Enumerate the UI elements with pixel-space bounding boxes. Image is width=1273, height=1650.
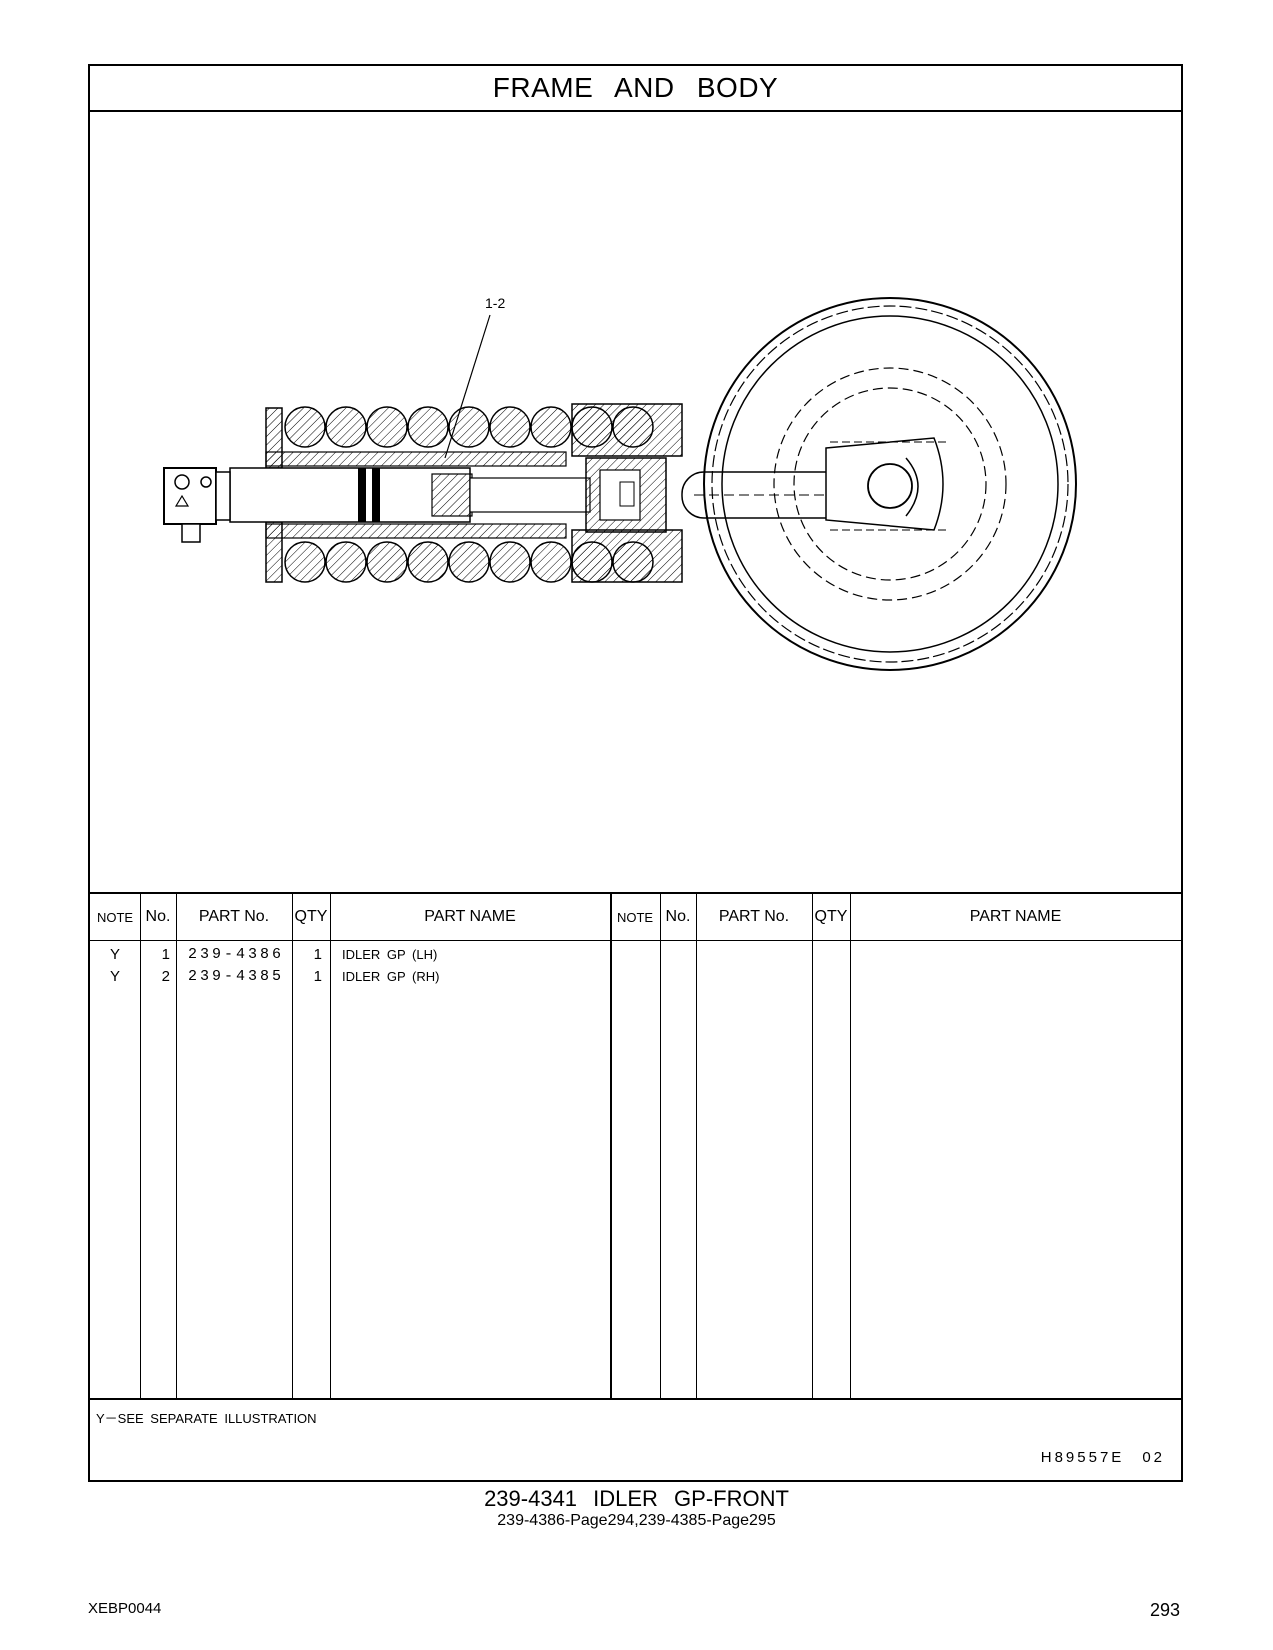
piston-head bbox=[431, 473, 473, 517]
col-divider bbox=[850, 894, 851, 1398]
seal-ring-1 bbox=[358, 468, 366, 522]
header-qty: QTY bbox=[294, 908, 328, 925]
row-2-qty: 1 bbox=[313, 968, 322, 985]
assembly-caption: 239-4341 IDLER GP-FRONT bbox=[484, 1486, 789, 1511]
assembly-page-references: 239-4386-Page294,239-4385-Page295 bbox=[497, 1512, 776, 1529]
cylinder-wall-bottom bbox=[265, 523, 567, 539]
parts-list-table: NOTE No. PART No. QTY PART NAME NOTE No.… bbox=[90, 892, 1181, 1400]
header-part-name: PART NAME bbox=[969, 908, 1062, 925]
grease-valve-body bbox=[163, 467, 217, 525]
grease-valve-collar bbox=[215, 471, 231, 521]
header-part-no: PART No. bbox=[198, 908, 270, 925]
col-divider bbox=[812, 894, 813, 1398]
yoke-pin bbox=[619, 481, 635, 507]
section-title-bar: FRAME AND BODY bbox=[90, 66, 1181, 112]
header-divider bbox=[90, 940, 1181, 941]
row-2-part-no: 239-4385 bbox=[188, 968, 285, 985]
header-qty: QTY bbox=[814, 908, 848, 925]
col-divider bbox=[330, 894, 331, 1398]
col-divider bbox=[660, 894, 661, 1398]
idler-wheel bbox=[703, 297, 1077, 671]
header-no: No. bbox=[665, 908, 691, 925]
page-number: 293 bbox=[1150, 1600, 1181, 1620]
spring-coils-bottom bbox=[284, 541, 654, 583]
callout-label: 1-2 bbox=[485, 295, 505, 311]
drawing-code-number: H89557E bbox=[1040, 1449, 1125, 1466]
cylinder-wall-top bbox=[265, 451, 567, 467]
col-divider bbox=[696, 894, 697, 1398]
grease-fitting-icon bbox=[174, 474, 190, 490]
relief-valve-icon bbox=[200, 476, 212, 488]
section-title: FRAME AND BODY bbox=[492, 72, 779, 103]
seal-ring-2 bbox=[372, 468, 380, 522]
spring-coils-top bbox=[284, 406, 654, 448]
document-id: XEBP0044 bbox=[88, 1600, 162, 1617]
parts-page-frame: FRAME AND BODY 1-2 bbox=[88, 64, 1183, 1482]
row-1-part-no: 239-4386 bbox=[188, 946, 285, 963]
col-divider bbox=[176, 894, 177, 1398]
row-2-no: 2 bbox=[161, 968, 170, 985]
header-note: NOTE bbox=[96, 909, 134, 925]
piston-rod bbox=[229, 467, 471, 523]
header-no: No. bbox=[145, 908, 171, 925]
table-footnote: Y－SEE SEPARATE ILLUSTRATION bbox=[96, 1411, 317, 1426]
row-1-note: Y bbox=[109, 946, 120, 963]
row-2-part-name: IDLER GP (RH) bbox=[342, 969, 440, 984]
row-2-note: Y bbox=[109, 968, 120, 985]
header-note: NOTE bbox=[616, 909, 654, 925]
row-1-qty: 1 bbox=[313, 946, 322, 963]
parts-illustration: 1-2 bbox=[90, 112, 1181, 892]
col-divider bbox=[292, 894, 293, 1398]
header-part-name: PART NAME bbox=[424, 908, 516, 925]
col-divider bbox=[610, 894, 612, 1398]
idler-assembly-drawing: 1-2 bbox=[163, 295, 1077, 671]
grease-valve-stem bbox=[181, 523, 201, 543]
row-1-part-name: IDLER GP (LH) bbox=[342, 947, 438, 962]
inner-rod bbox=[469, 477, 591, 513]
header-part-no: PART No. bbox=[718, 908, 790, 925]
drawing-code: H89557E 02 bbox=[1023, 1449, 1165, 1466]
warning-triangle-icon bbox=[174, 494, 190, 507]
col-divider bbox=[140, 894, 141, 1398]
row-1-no: 1 bbox=[161, 946, 170, 963]
drawing-code-revision: 02 bbox=[1142, 1449, 1165, 1466]
